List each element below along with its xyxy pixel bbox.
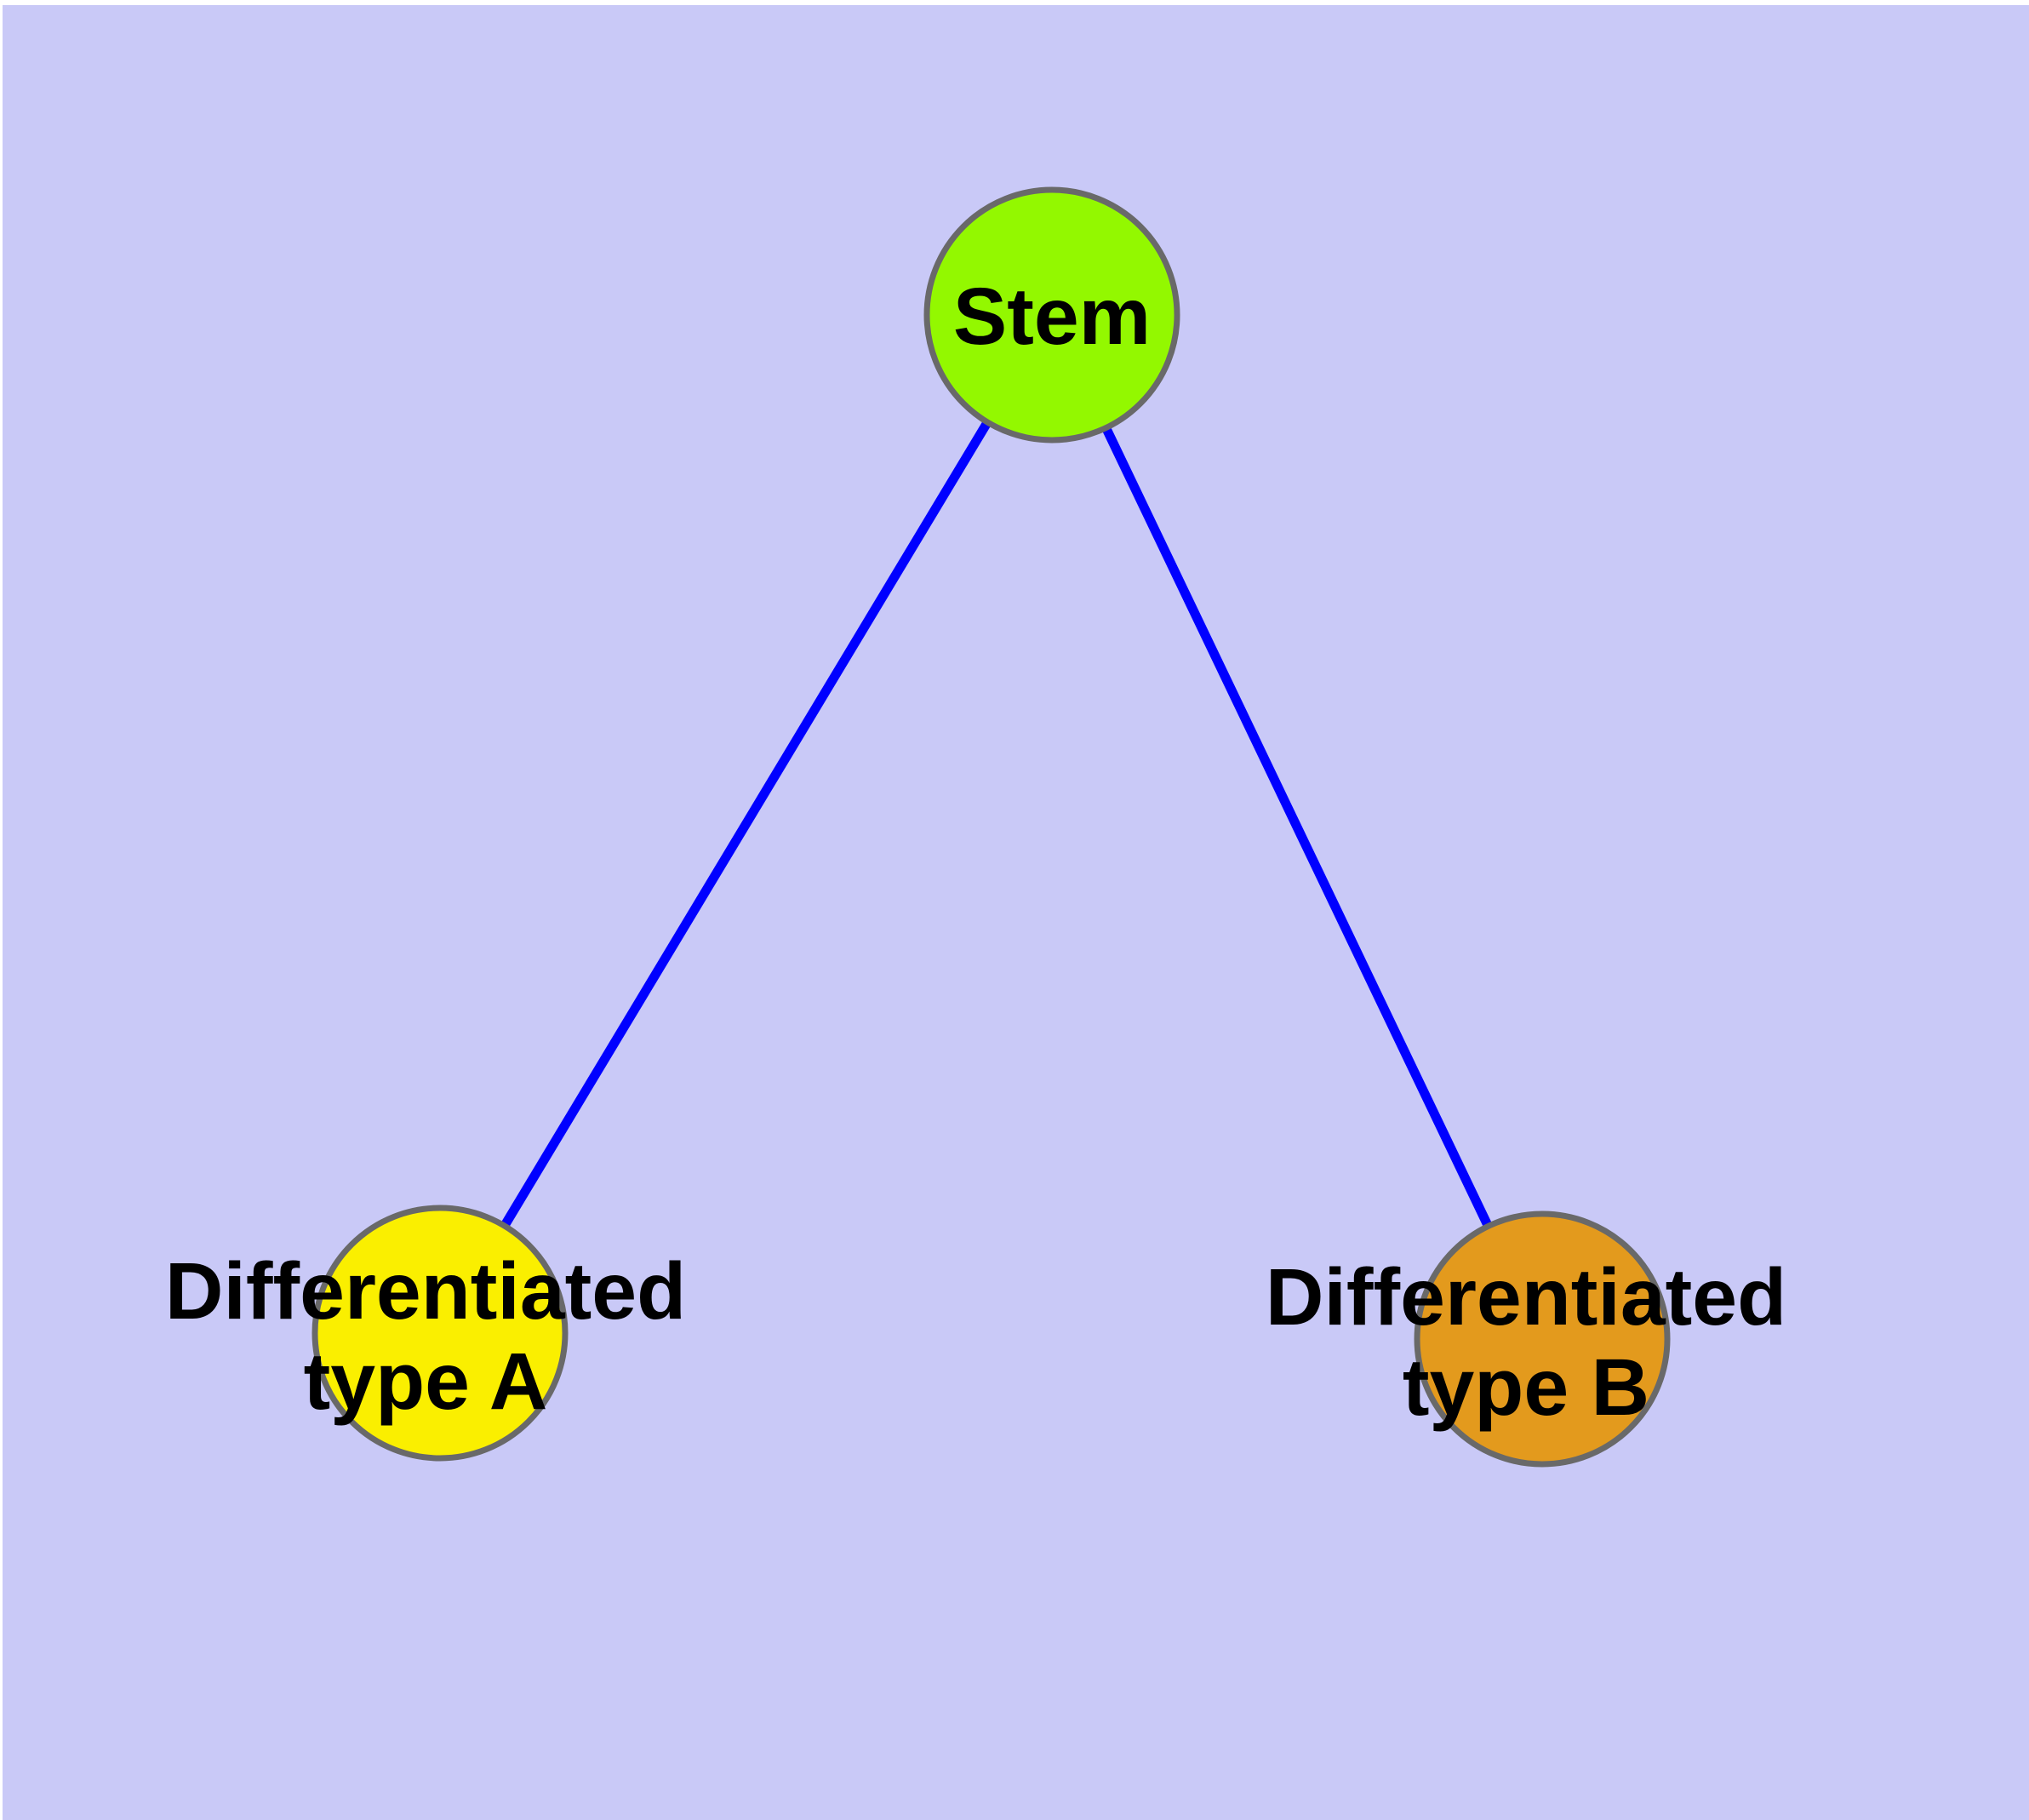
node-type-b-label-line2: type B [1403, 1342, 1649, 1433]
node-stem: Stem [923, 186, 1180, 444]
node-stem-label: Stem [953, 272, 1151, 362]
node-differentiated-type-a: Differentiated type A [165, 1205, 686, 1462]
edge-stem-to-type-a [436, 312, 1056, 1336]
node-type-a-label-line2: type A [304, 1336, 548, 1427]
node-stem-circle [923, 186, 1180, 444]
edge-stem-to-type-b [1048, 312, 1546, 1342]
node-differentiated-type-b: Differentiated type B [1266, 1210, 1786, 1468]
edge-layer [436, 312, 1546, 1342]
node-type-b-circle [1414, 1210, 1671, 1468]
node-type-b-label-line1: Differentiated [1266, 1252, 1786, 1342]
node-type-a-circle [311, 1205, 569, 1462]
node-type-a-label-line1: Differentiated [165, 1246, 686, 1336]
